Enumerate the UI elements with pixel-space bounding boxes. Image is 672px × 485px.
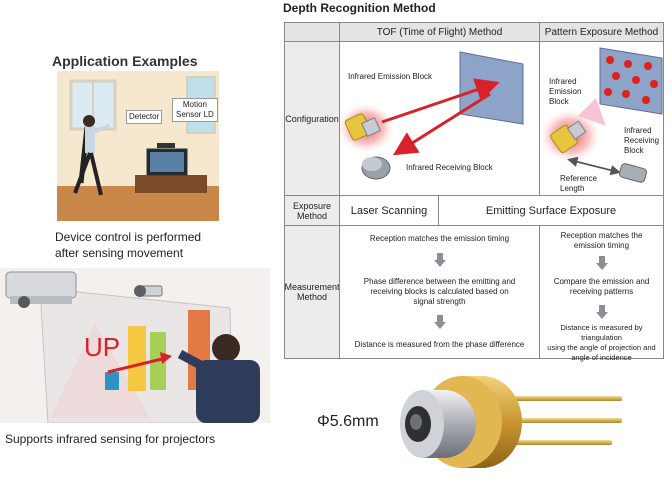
tof-configuration-cell: Infrared Emission Block Infrared Receivi… — [336, 41, 540, 196]
row-measure-line1: Measurement — [284, 282, 340, 292]
application-examples-title: Application Examples — [52, 53, 198, 69]
pattern-step1-line2: emission timing — [573, 241, 630, 250]
tof-measurement-cell: Reception matches the emission timing Ph… — [339, 225, 540, 359]
pattern-reference-length-label: Reference Length — [560, 174, 597, 194]
tof-step2: Phase difference between the emitting an… — [340, 277, 539, 307]
projector-scene: UP — [0, 268, 270, 424]
exposure-laser-scanning: Laser Scanning — [350, 204, 428, 217]
living-room-scene — [57, 71, 219, 221]
pattern-step1: Reception matches the emission timing — [540, 231, 663, 251]
pattern-receiving-line1: Infrared — [624, 126, 652, 135]
pattern-receiving-line2: Receiving — [624, 136, 660, 145]
detector-label: Detector — [126, 110, 163, 124]
projector-illustration: UP — [0, 268, 270, 424]
pattern-configuration-diagram — [538, 47, 663, 183]
projector-up-text: UP — [84, 332, 120, 362]
diameter-label: Φ5.6mm — [317, 413, 379, 430]
tof-step2-line3: signal strength — [413, 297, 466, 306]
pattern-down-arrow-2-icon — [596, 305, 608, 319]
caption-device-control-line1: Device control is performed — [55, 230, 202, 244]
row-measure-line2: Method — [296, 292, 328, 302]
tof-configuration-diagram — [336, 51, 524, 180]
page-title: Depth Recognition Method — [283, 1, 436, 15]
exposure-laser-cell: Laser Scanning — [339, 195, 439, 226]
pattern-step3-line1: Distance is measured by triangulation — [560, 323, 643, 342]
pattern-step1-line1: Reception matches the — [560, 231, 643, 240]
table-header-pattern: Pattern Exposure Method — [539, 22, 664, 42]
pattern-step3-line3: angle of incidence — [571, 353, 632, 362]
tof-step2-line1: Phase difference between the emitting an… — [363, 277, 516, 286]
exposure-surface-cell: Emitting Surface Exposure — [438, 195, 664, 226]
row-label-measurement-method: Measurement Method — [284, 225, 340, 359]
pattern-step3: Distance is measured by triangulation us… — [540, 323, 663, 363]
pattern-measurement-cell: Reception matches the emission timing Co… — [539, 225, 664, 362]
laser-diode-photo — [392, 370, 632, 480]
pattern-emission-line2: Emission — [549, 87, 582, 96]
tof-step3: Distance is measured from the phase diff… — [354, 340, 525, 349]
pattern-configuration-cell: Infrared Emission Block Infrared Receivi… — [538, 41, 664, 196]
row-label-configuration: Configuration — [284, 41, 340, 196]
motion-sensor-label: Motion Sensor LD — [172, 98, 218, 122]
row-exposure-line1: Exposure — [292, 200, 332, 211]
pattern-reference-line1: Reference — [560, 174, 597, 183]
living-room-illustration — [57, 71, 219, 221]
tof-receiving-block-label: Infrared Receiving Block — [406, 163, 493, 172]
motion-sensor-label-line1: Motion — [182, 100, 207, 109]
pattern-step2-line2: receiving patterns — [569, 287, 634, 296]
caption-device-control: Device control is performed after sensin… — [55, 229, 201, 261]
motion-sensor-label-line2: Sensor LD — [176, 110, 214, 119]
tof-step2-line2: receiving blocks is calculated based on — [370, 287, 509, 296]
pattern-receiving-line3: Block — [624, 146, 644, 155]
pattern-step3-line2: using the angle of projection and — [547, 343, 656, 352]
tof-emission-block-label: Infrared Emission Block — [348, 72, 433, 81]
table-corner — [284, 22, 340, 42]
pattern-reference-line2: Length — [560, 184, 585, 193]
pattern-step2: Compare the emission and receiving patte… — [540, 277, 663, 297]
pattern-emission-block-label: Infrared Emission Block — [549, 77, 581, 107]
tof-down-arrow-2-icon — [434, 315, 446, 329]
pattern-emission-line3: Block — [549, 97, 569, 106]
pattern-step2-line1: Compare the emission and — [553, 277, 650, 286]
caption-device-control-line2: after sensing movement — [55, 246, 184, 260]
laser-diode-icon — [400, 376, 622, 468]
tof-step1: Reception matches the emission timing — [369, 234, 510, 243]
row-exposure-line2: Method — [296, 210, 328, 221]
pattern-down-arrow-1-icon — [596, 256, 608, 270]
pattern-receiving-block-label: Infrared Receiving Block — [624, 126, 659, 156]
exposure-emitting-surface: Emitting Surface Exposure — [485, 204, 617, 217]
tof-down-arrow-1-icon — [434, 253, 446, 267]
caption-projector: Supports infrared sensing for projectors — [5, 432, 216, 446]
table-header-tof: TOF (Time of Flight) Method — [339, 22, 540, 42]
row-label-exposure-method: Exposure Method — [284, 195, 340, 226]
pattern-emission-line1: Infrared — [549, 77, 577, 86]
